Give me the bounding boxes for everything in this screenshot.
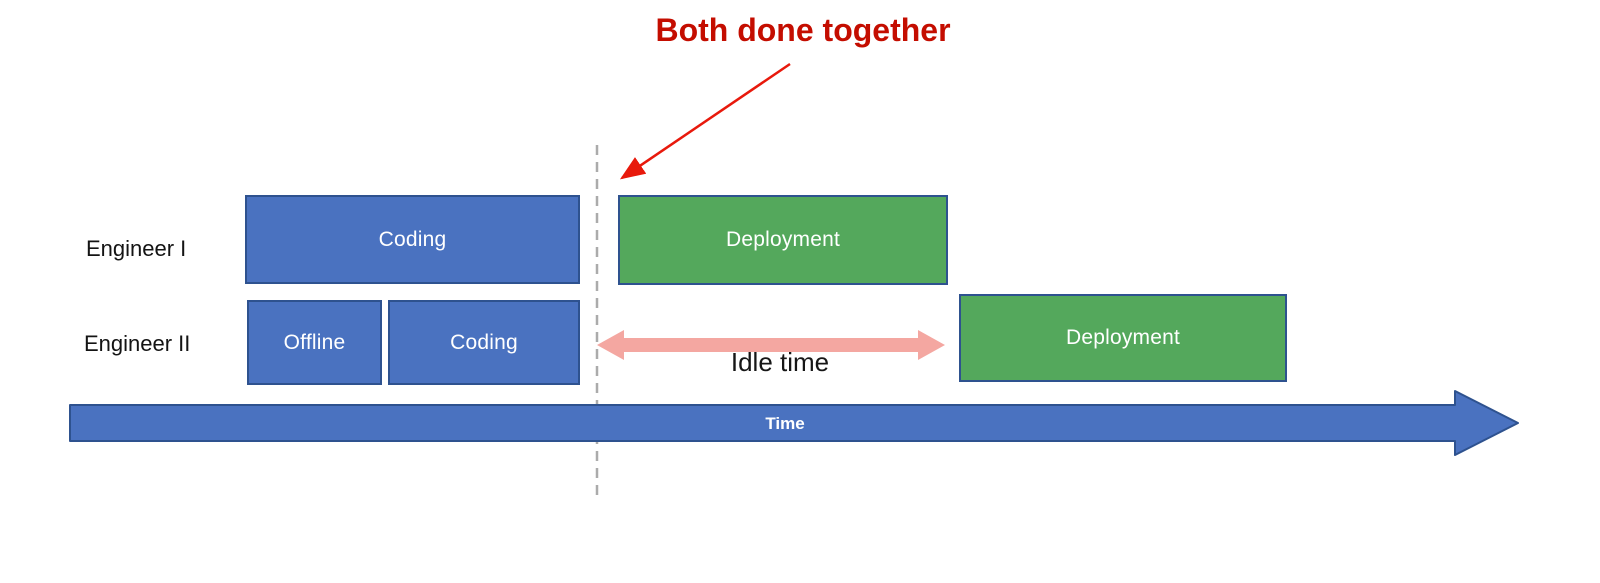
task-box-deployment-engineer-2: Deployment [959,294,1287,382]
task-label: Coding [450,330,518,354]
annotation-title: Both done together [655,12,951,48]
annotation-arrow [619,62,791,180]
task-box-coding-engineer-2: Coding [388,300,580,385]
task-label: Deployment [1065,326,1181,349]
task-box-deployment-engineer-1: Deployment [618,195,948,285]
time-axis-arrow [69,390,1519,456]
time-axis-label: Time [765,414,804,433]
task-label: Coding [378,227,447,251]
row-label-engineer-1: Engineer I [86,236,187,261]
idle-double-arrow [597,330,945,360]
task-box-offline-engineer-2: Offline [247,300,382,385]
row-label-engineer-2: Engineer II [84,331,191,356]
task-label: Offline [283,330,346,354]
idle-time-label: Idle time [730,347,830,377]
task-label: Deployment [725,228,841,251]
task-box-coding-engineer-1: Coding [245,195,580,284]
